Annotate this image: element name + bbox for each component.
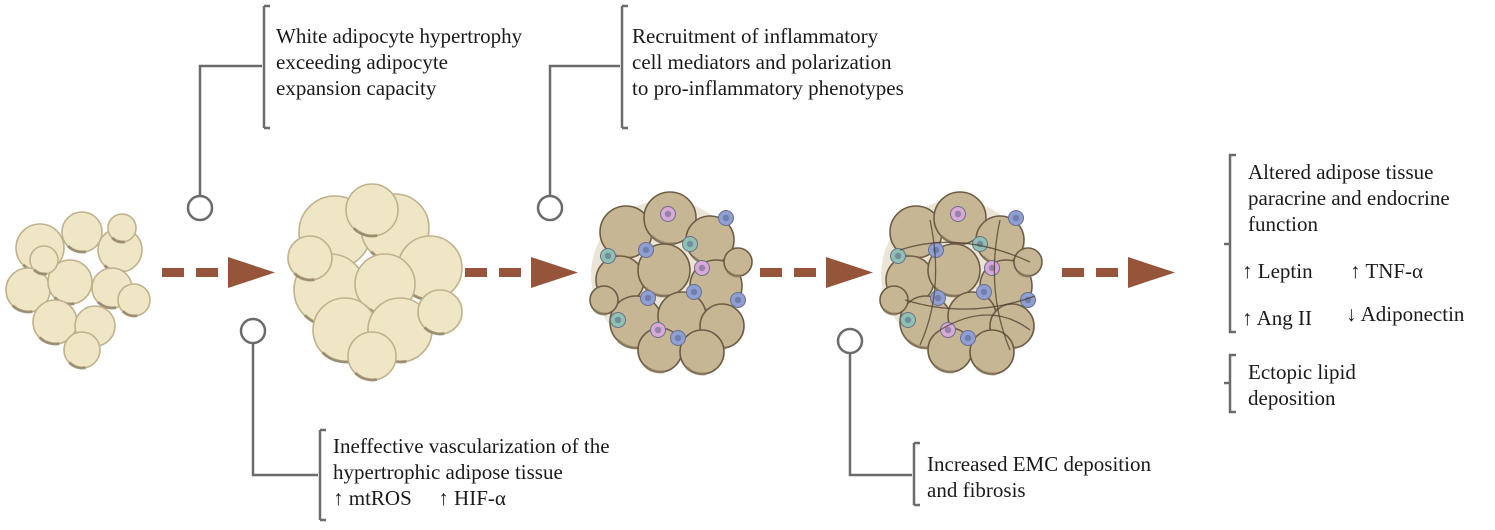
label-altered-function-line-1: Altered adipose tissue [1248, 160, 1434, 184]
label-ectopic-line-2: deposition [1248, 386, 1336, 410]
progression-arrow-2 [465, 257, 578, 288]
marker-ang-ii: ↑ Ang II [1242, 306, 1312, 330]
label-recruitment-line-3: to pro-inflammatory phenotypes [632, 76, 904, 100]
progression-arrow-1 [162, 257, 275, 288]
label-fibrosis: Increased EMC deposition and fibrosis [927, 451, 1151, 503]
label-altered-function: Altered adipose tissue paracrine and end… [1248, 159, 1450, 237]
connector-hypertrophy [186, 4, 270, 222]
label-fibrosis-line-2: and fibrosis [927, 478, 1026, 502]
progression-arrow-3 [760, 257, 873, 288]
progression-arrow-4 [1062, 257, 1175, 288]
hypertrophic-adipose-tissue [287, 183, 463, 382]
label-vascularization-line-2: hypertrophic adipose tissue [333, 460, 563, 484]
marker-mtros: ↑ mtROS [333, 486, 412, 510]
label-hypertrophy-line-2: exceeding adipocyte [276, 50, 448, 74]
label-hypertrophy-line-1: White adipocyte hypertrophy [276, 24, 523, 48]
bracket-ectopic [1224, 353, 1236, 414]
normal-adipose-tissue [5, 211, 151, 370]
label-recruitment-line-1: Recruitment of inflammatory [632, 24, 879, 48]
label-vascularization: Ineffective vascularization of the hyper… [333, 433, 610, 511]
label-fibrosis-line-1: Increased EMC deposition [927, 452, 1151, 476]
label-ectopic: Ectopic lipid deposition [1248, 359, 1356, 411]
marker-adiponectin: ↓ Adiponectin [1346, 302, 1465, 326]
label-hypertrophy-line-3: expansion capacity [276, 76, 437, 100]
inflamed-adipose-tissue [589, 191, 753, 376]
label-vascularization-line-1: Ineffective vascularization of the [333, 434, 610, 458]
fibrosis-strands [899, 219, 1036, 351]
connector-vascularization [239, 317, 326, 522]
marker-hif: ↑ HIF-α [438, 486, 506, 510]
label-ectopic-line-1: Ectopic lipid [1248, 360, 1356, 384]
fibrotic-adipose-tissue [879, 191, 1043, 376]
vascularization-markers: ↑ mtROS ↑ HIF-α [333, 485, 610, 511]
label-altered-function-line-2: paracrine and endocrine [1248, 186, 1450, 210]
connector-fibrosis [836, 327, 920, 507]
marker-leptin: ↑ Leptin [1242, 259, 1313, 283]
bracket-altered-function [1224, 153, 1236, 334]
marker-tnf: ↑ TNF-α [1350, 259, 1424, 283]
label-hypertrophy: White adipocyte hypertrophy exceeding ad… [276, 23, 522, 101]
label-altered-function-line-3: function [1248, 212, 1318, 236]
label-recruitment-line-2: cell mediators and polarization [632, 50, 892, 74]
label-recruitment: Recruitment of inflammatory cell mediato… [632, 23, 904, 101]
connector-recruitment [536, 4, 628, 222]
